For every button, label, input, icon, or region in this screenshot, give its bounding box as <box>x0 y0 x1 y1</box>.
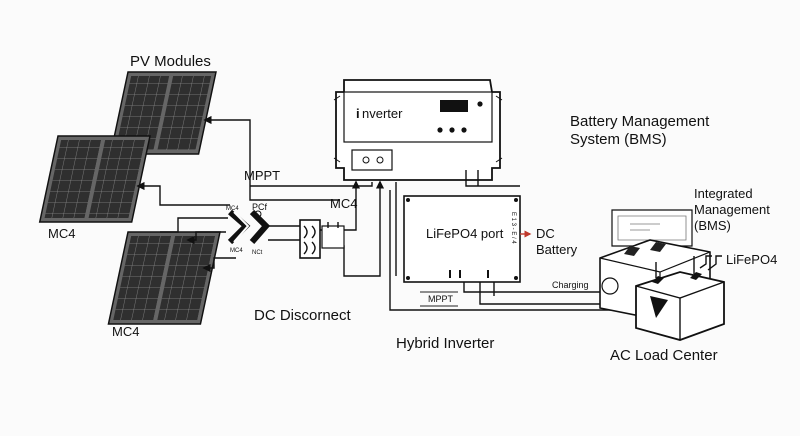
label-mppt-small: MPPT <box>428 294 454 304</box>
label-nc: NCt <box>252 250 263 256</box>
label-lifepo4-right: LiFePO4 <box>726 252 777 267</box>
label-mc4-left: MC4 <box>48 226 75 241</box>
label-port-code: E 1 3 - E / 4 <box>510 212 516 244</box>
pv-module-middle <box>38 135 151 223</box>
label-mc4-small-bottom: MC4 <box>230 248 243 254</box>
label-mc4-bottom: MC4 <box>112 324 139 339</box>
label-pv-modules: PV Modules <box>130 53 211 70</box>
bms-connectors <box>699 255 722 271</box>
label-ac-load-center: AC Load Center <box>610 347 718 364</box>
label-integrated-3: (BMS) <box>694 218 731 233</box>
label-bms-title-2: System (BMS) <box>570 131 667 148</box>
mppt-bracket <box>420 291 458 307</box>
battery-front <box>635 256 725 341</box>
charging-wiring <box>463 282 650 305</box>
lifepo4-port-box <box>403 195 532 283</box>
mc4-connector <box>227 209 271 245</box>
label-lifepo4-port: LiFePO4 port <box>426 226 504 241</box>
label-pc: PCf <box>252 202 268 212</box>
label-inverter-brand: nverter <box>362 106 403 121</box>
pv-module-top <box>109 71 217 155</box>
label-mc4-center: MC4 <box>330 196 357 211</box>
label-bms-title-1: Battery Management <box>570 113 710 130</box>
dc-disconnect-block <box>299 219 345 259</box>
label-mppt-top: MPPT <box>244 168 280 183</box>
inverter-brand-mark: i <box>356 106 360 121</box>
label-mc4-small-top: MC4 <box>226 206 239 212</box>
bms-unit <box>611 209 693 247</box>
label-integrated-1: Integrated <box>694 186 753 201</box>
label-dc-disconnect: DC Discornect <box>254 307 352 324</box>
inverter-unit <box>333 79 503 181</box>
label-charging: Charging <box>552 280 589 290</box>
inverter-wiring <box>389 170 620 311</box>
label-dc-battery-2: Battery <box>536 242 578 257</box>
label-integrated-2: Management <box>694 202 770 217</box>
label-dc-battery-1: DC <box>536 226 555 241</box>
label-hybrid-inverter: Hybrid Inverter <box>396 335 494 352</box>
pv-module-bottom <box>107 231 221 325</box>
